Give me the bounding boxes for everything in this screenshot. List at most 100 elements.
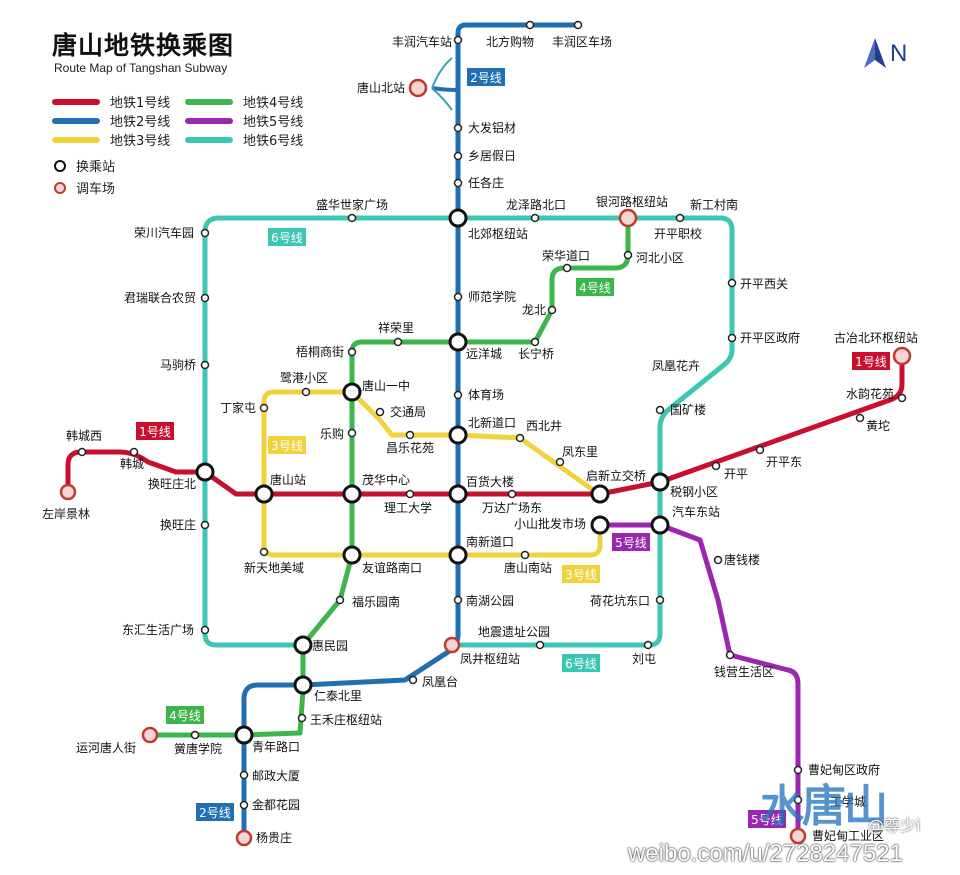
transfer-icon	[448, 425, 468, 445]
transfer-icon	[650, 515, 670, 535]
transfer-icon	[54, 159, 66, 172]
station-label: 换旺庄	[160, 517, 196, 532]
line-tag-label: 5号线	[615, 536, 647, 550]
line-tag	[136, 422, 174, 440]
station-label: 远洋城	[466, 346, 502, 361]
station-label: 换旺庄北	[148, 476, 196, 491]
station-label: 丁家屯	[220, 400, 256, 415]
station-label: 开平东	[766, 455, 802, 469]
legend-label: 地铁6号线	[243, 134, 304, 149]
station-label: 银河路枢纽站	[596, 194, 668, 209]
line-tag-label: 3号线	[271, 439, 303, 453]
legend-swatch	[185, 136, 233, 143]
station-label: 交通局	[390, 404, 426, 419]
watermark-url: weibo.com/u/2728247521	[628, 840, 903, 867]
station-label: 乐购	[320, 426, 344, 441]
station-label: 古冶北环枢纽站	[834, 330, 918, 345]
line-tag-label: 2号线	[470, 71, 502, 85]
depot-icon	[59, 483, 77, 501]
station-label: 开平职校	[654, 226, 702, 241]
station-label: 税钢小区	[670, 485, 718, 499]
transfer-icon	[293, 635, 313, 655]
depot-icon	[54, 181, 66, 194]
legend-swatch	[185, 98, 233, 105]
transfer-icon	[342, 484, 362, 504]
north-arrow: N	[862, 36, 912, 72]
station-label: 丰润汽车站	[392, 34, 452, 49]
line-tag-label: 1号线	[139, 425, 171, 439]
station-label: 仁泰北里	[314, 689, 362, 703]
legend-label: 地铁3号线	[110, 134, 171, 149]
transfer-icon	[342, 545, 362, 565]
station-label: 荣川汽车园	[134, 225, 194, 240]
station-label: 韩城	[120, 456, 144, 471]
station-label: 师范学院	[468, 289, 516, 304]
station-label: 茂华中心	[362, 472, 410, 487]
station-label: 梧桐商街	[296, 344, 344, 359]
transfer-icon	[254, 484, 274, 504]
station-label: 新工村南	[690, 197, 738, 212]
legend-transfer: 换乘站	[54, 156, 115, 175]
station-label: 小山批发市场	[514, 516, 586, 531]
station-label: 北方购物	[486, 34, 534, 49]
station-label: 西北井	[526, 419, 562, 433]
station-label: 曹妃甸工业区	[812, 829, 884, 843]
station-label: 昌乐花苑	[386, 440, 434, 455]
station-label: 任各庄	[468, 175, 504, 190]
line-tag-label: 3号线	[565, 568, 597, 582]
station-label: 北新道口	[468, 415, 516, 430]
station-label: 惠民园	[312, 639, 348, 653]
line-tag-label: 4号线	[579, 281, 611, 295]
depot-icon	[618, 208, 638, 228]
line-tag-label: 1号线	[855, 355, 887, 369]
depot-icon	[443, 636, 461, 654]
legend-label: 地铁1号线	[110, 96, 171, 111]
station-label: 唐山一中	[362, 378, 410, 393]
line-tags: 1号线 1号线 2号线 2号线 3号线 3号线 4号线 4号线 5号线 5号线 …	[136, 68, 890, 828]
station-label: 开平区政府	[740, 330, 800, 345]
legend-label: 换乘站	[76, 160, 116, 175]
legend-line-4: 地铁4号线	[185, 92, 303, 111]
line-tag	[748, 810, 786, 828]
depot-icon	[789, 827, 807, 845]
legend-line-3: 地铁3号线	[52, 130, 170, 149]
line-6-route	[202, 215, 735, 648]
map-subtitle: Route Map of Tangshan Subway	[54, 61, 228, 75]
transfer-icon	[195, 462, 215, 482]
station-label: 启新立交桥	[586, 468, 646, 483]
line-tag-label: 6号线	[271, 231, 303, 245]
legend-line-5: 地铁5号线	[185, 111, 303, 130]
north-label: N	[890, 40, 908, 67]
line-1-route	[65, 356, 905, 497]
depot-icon	[408, 78, 428, 98]
legend-label: 地铁4号线	[243, 96, 304, 111]
station-label: 金都花园	[252, 797, 300, 812]
transfer-icon	[650, 472, 670, 492]
station-label: 乡居假日	[468, 149, 516, 163]
line-tag	[562, 565, 600, 583]
transfer-icon	[448, 332, 468, 352]
transfer-icon	[448, 484, 468, 504]
station-label: 凤东里	[562, 445, 598, 459]
station-label: 开平西关	[740, 277, 788, 291]
regular-stations	[77, 20, 907, 810]
station-label: 唐山南站	[504, 560, 552, 575]
line-tag	[196, 803, 234, 821]
station-label: 丰润区车场	[552, 34, 612, 49]
line-tag-label: 4号线	[169, 709, 201, 723]
station-label: 水韵花苑	[846, 386, 894, 401]
legend-line-6: 地铁6号线	[185, 130, 303, 149]
legend-swatch	[52, 98, 100, 105]
arrow-icon	[431, 57, 453, 89]
line-tag	[852, 352, 890, 370]
transfer-icon	[293, 675, 313, 695]
line-tag	[268, 436, 306, 454]
station-label: 南湖公园	[466, 593, 514, 608]
line-tag-label: 2号线	[199, 806, 231, 820]
station-label: 左岸景林	[42, 506, 90, 521]
station-label: 青年路口	[252, 739, 300, 754]
legend-swatch	[52, 136, 100, 143]
station-label: 凤井枢纽站	[460, 651, 520, 666]
station-label: 王禾庄枢纽站	[310, 712, 382, 727]
